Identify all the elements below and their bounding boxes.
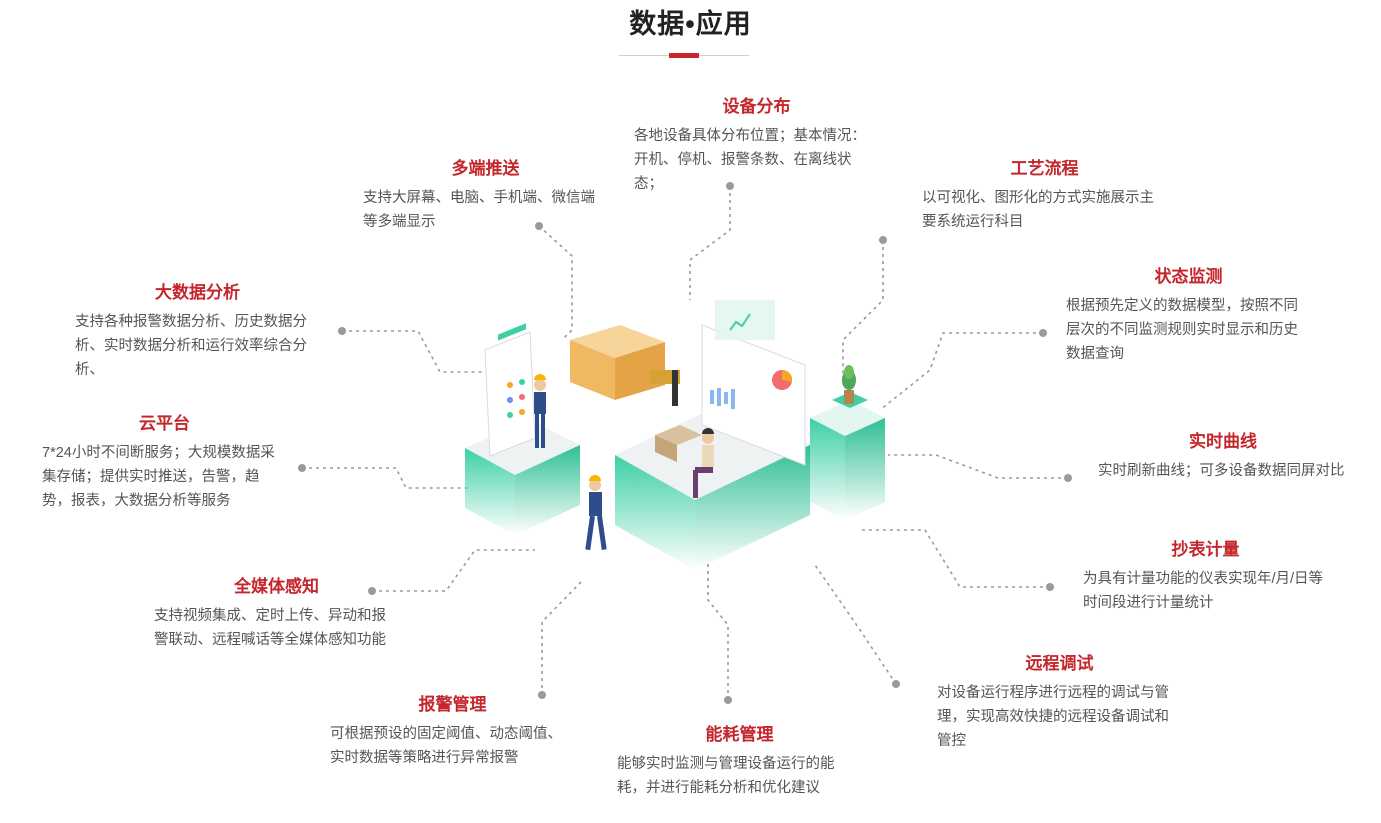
feature-process-flow: 工艺流程 以可视化、图形化的方式实施展示主要系统运行科目 xyxy=(922,158,1167,234)
feature-title: 工艺流程 xyxy=(1010,159,1079,178)
feature-title: 全媒体感知 xyxy=(234,577,319,596)
feature-all-media: 全媒体感知 支持视频集成、定时上传、异动和报警联动、远程喊话等全媒体感知功能 xyxy=(154,576,399,652)
feature-desc: 支持视频集成、定时上传、异动和报警联动、远程喊话等全媒体感知功能 xyxy=(154,608,386,648)
feature-title: 云平台 xyxy=(139,414,190,433)
right-platform xyxy=(810,365,885,520)
feature-desc: 各地设备具体分布位置；基本情况：开机、停机、报警条数、在离线状态； xyxy=(634,128,866,192)
feature-desc: 能够实时监测与管理设备运行的能耗，并进行能耗分析和优化建议 xyxy=(617,756,835,796)
feature-desc: 支持各种报警数据分析、历史数据分析、实时数据分析和运行效率综合分析、 xyxy=(75,314,307,378)
feature-cloud-platform: 云平台 7*24小时不间断服务；大规模数据采集存储；提供实时推送，告警，趋势，报… xyxy=(42,413,287,513)
feature-status-monitor: 状态监测 根据预先定义的数据模型，按照不同层次的不同监测规则实时显示和历史数据查… xyxy=(1066,266,1311,366)
feature-desc: 以可视化、图形化的方式实施展示主要系统运行科目 xyxy=(922,190,1154,230)
page-title: 数据•应用 xyxy=(629,9,752,39)
feature-title: 设备分布 xyxy=(722,97,791,116)
feature-title: 状态监测 xyxy=(1154,267,1223,286)
feature-meter-reading: 抄表计量 为具有计量功能的仪表实现年/月/日等时间段进行计量统计 xyxy=(1083,539,1328,615)
feature-multi-push: 多端推送 支持大屏幕、电脑、手机端、微信端等多端显示 xyxy=(363,158,608,234)
feature-title: 报警管理 xyxy=(418,695,487,714)
central-illustration xyxy=(465,300,885,570)
feature-title: 多端推送 xyxy=(451,159,520,178)
feature-desc: 7*24小时不间断服务；大规模数据采集存储；提供实时推送，告警，趋势，报表，大数… xyxy=(42,445,275,509)
feature-title: 抄表计量 xyxy=(1171,540,1240,559)
feature-desc: 对设备运行程序进行远程的调试与管理，实现高效快捷的远程设备调试和管控 xyxy=(937,685,1169,749)
feature-big-data: 大数据分析 支持各种报警数据分析、历史数据分析、实时数据分析和运行效率综合分析、 xyxy=(75,282,320,382)
left-platform xyxy=(465,323,580,535)
feature-title: 实时曲线 xyxy=(1189,432,1257,451)
feature-realtime-curve: 实时曲线 实时刷新曲线；可多设备数据同屏对比 xyxy=(1098,431,1348,483)
feature-desc: 支持大屏幕、电脑、手机端、微信端等多端显示 xyxy=(363,190,595,230)
feature-desc: 为具有计量功能的仪表实现年/月/日等时间段进行计量统计 xyxy=(1083,571,1324,611)
feature-title: 大数据分析 xyxy=(155,283,240,302)
feature-device-distribution: 设备分布 各地设备具体分布位置；基本情况：开机、停机、报警条数、在离线状态； xyxy=(634,96,879,196)
feature-remote-debug: 远程调试 对设备运行程序进行远程的调试与管理，实现高效快捷的远程设备调试和管控 xyxy=(937,653,1182,753)
feature-title: 能耗管理 xyxy=(705,725,774,744)
cargo xyxy=(570,325,680,406)
feature-desc: 根据预先定义的数据模型，按照不同层次的不同监测规则实时显示和历史数据查询 xyxy=(1066,298,1298,362)
main-platform xyxy=(615,300,810,570)
feature-energy-management: 能耗管理 能够实时监测与管理设备运行的能耗，并进行能耗分析和优化建议 xyxy=(617,724,862,800)
feature-desc: 实时刷新曲线；可多设备数据同屏对比 xyxy=(1098,463,1345,479)
walking-worker xyxy=(585,475,607,551)
feature-title: 远程调试 xyxy=(1025,654,1094,673)
title-accent-bar xyxy=(669,53,699,58)
feature-desc: 可根据预设的固定阈值、动态阈值、实时数据等策略进行异常报警 xyxy=(330,726,562,766)
feature-alarm-management: 报警管理 可根据预设的固定阈值、动态阈值、实时数据等策略进行异常报警 xyxy=(330,694,575,770)
